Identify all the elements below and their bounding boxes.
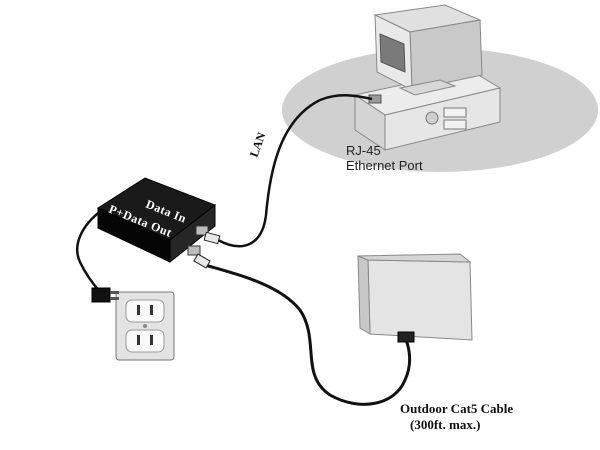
drive-bay — [443, 119, 467, 130]
plug-prong — [110, 291, 119, 294]
outdoor-unit-side — [357, 255, 371, 335]
monitor-screen — [379, 33, 406, 73]
power-cord — [75, 209, 103, 293]
plug-prong — [110, 297, 119, 300]
desktop-computer — [282, 4, 598, 172]
outlet-socket — [125, 299, 165, 323]
outdoor-unit-connector — [397, 331, 415, 343]
socket-slot — [150, 335, 153, 345]
outdoor-cable-max-label: (300ft. max.) — [410, 417, 480, 432]
poe-injector: Data In P+Data Out — [96, 177, 221, 269]
wall-outlet — [115, 291, 175, 361]
computer-case-side — [384, 87, 501, 151]
data-in-port — [195, 225, 209, 236]
lan-label: LAN — [247, 130, 269, 159]
outdoor-unit-top — [357, 253, 472, 263]
fan-icon — [425, 111, 439, 125]
outdoor-cat5-cable — [204, 263, 412, 406]
rj45-label: RJ-45 — [346, 143, 381, 158]
outlet-socket — [125, 329, 165, 353]
outlet-screw — [143, 324, 147, 328]
outdoor-unit-front — [367, 259, 473, 341]
data-out-port — [187, 245, 201, 256]
outdoor-unit — [357, 253, 473, 343]
power-plug — [91, 287, 119, 303]
socket-slot — [150, 305, 153, 315]
ethernet-port-label: Ethernet Port — [346, 158, 423, 173]
outdoor-plug — [193, 253, 211, 269]
socket-slot — [137, 305, 140, 315]
outdoor-cable-label: Outdoor Cat5 Cable — [400, 401, 513, 416]
drive-bay — [443, 107, 467, 118]
injector-side — [169, 203, 216, 264]
plug-body — [91, 287, 111, 303]
monitor-stand — [398, 79, 457, 96]
socket-slot — [137, 335, 140, 345]
lan-plug — [203, 231, 221, 245]
lan-cable — [217, 94, 373, 248]
